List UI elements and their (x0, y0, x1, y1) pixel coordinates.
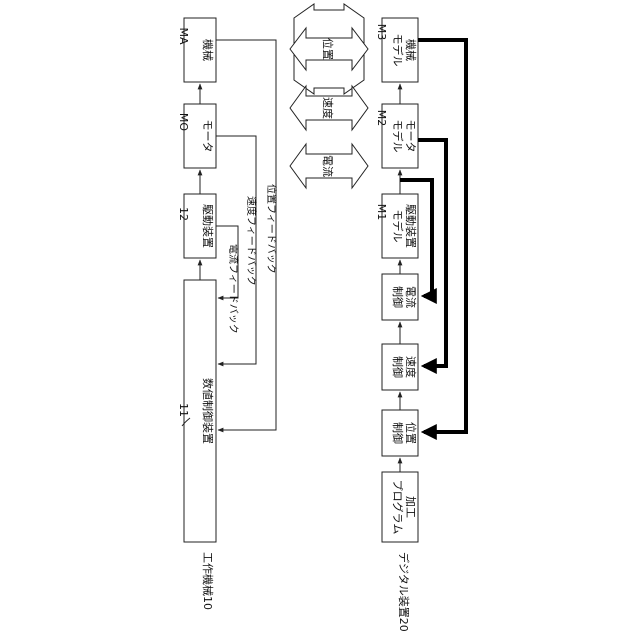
speed-correspondence-label: 速度 (321, 97, 335, 119)
position-feedback-label: 位置フィードバック (265, 184, 278, 274)
correspondence-arrows: 位置 速度 電流 (290, 4, 368, 188)
digital-device-section: 加工 プログラム 位置 制御 速度 制御 電流 制御 駆動装置 モデル M1 (375, 18, 466, 632)
motor-model-ref: M2 (375, 110, 388, 127)
machine-label: 機械 (201, 39, 215, 61)
speed-feedback-label: 速度フィードバック (245, 196, 258, 286)
motor-ref: MO (177, 113, 190, 131)
machine-tool-caption: 工作機械10 (201, 552, 215, 610)
position-correspondence-label: 位置 (321, 38, 335, 60)
speed-control-block: 速度 制御 (382, 344, 418, 390)
machine-ref: MA (177, 27, 190, 44)
speed-ctrl-line2: 制御 (391, 356, 405, 378)
digital-device-caption: デジタル装置20 (397, 552, 411, 632)
current-correspondence-label: 電流 (321, 155, 335, 177)
current-control-block: 電流 制御 (382, 274, 418, 320)
motor-model-line1: モータ (404, 120, 417, 153)
machine-tool-section: 数値制御装置 11 駆動装置 12 モータ MO 機械 MA 電流フィードバック (177, 18, 278, 610)
machine-model-line1: 機械 (404, 39, 418, 61)
machine-model-line2: モデル (391, 34, 405, 67)
machining-program-block: 加工 プログラム (382, 472, 418, 542)
position-ctrl-line2: 制御 (391, 422, 405, 444)
drive-device-ref: 12 (177, 207, 190, 221)
nc-device-label: 数値制御装置 (201, 378, 215, 444)
speed-correspondence-arrow: 速度 (290, 86, 368, 130)
drive-device-label: 駆動装置 (201, 204, 215, 248)
position-ctrl-line1: 位置 (404, 422, 418, 444)
program-line2: プログラム (391, 480, 405, 535)
drive-device-block: 駆動装置 (184, 194, 216, 258)
nc-device-ref: 11 (177, 403, 190, 417)
position-control-block: 位置 制御 (382, 410, 418, 456)
drive-model-line1: 駆動装置 (404, 204, 418, 248)
current-ctrl-line2: 制御 (391, 286, 405, 308)
motor-label: モータ (201, 120, 214, 153)
current-feedback-label: 電流フィードバック (227, 244, 240, 334)
drive-model-ref: M1 (375, 204, 388, 221)
motor-model-line2: モデル (391, 120, 405, 153)
speed-ctrl-line1: 速度 (404, 356, 418, 378)
drive-model-line2: モデル (391, 210, 405, 243)
machine-model-ref: M3 (375, 24, 388, 41)
program-line1: 加工 (404, 496, 417, 518)
current-correspondence-arrow: 電流 (290, 144, 368, 188)
current-ctrl-line1: 電流 (404, 286, 418, 308)
position-correspondence-arrow: 位置 (290, 4, 368, 94)
